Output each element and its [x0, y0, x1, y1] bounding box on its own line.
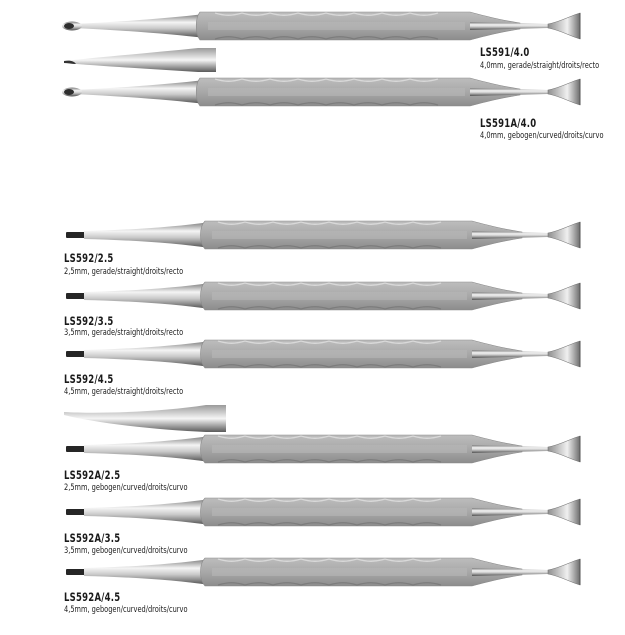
instrument-row: LS592A/4.5 4,5mm, gebogen/curved/droits/…: [0, 546, 625, 615]
product-code: LS591/4.0: [480, 45, 530, 59]
instrument-row: LS591A/4.0 4,0mm, gebogen/curved/droits/…: [0, 66, 625, 141]
instrument-row: LS591/4.0 4,0mm, gerade/straight/droits/…: [0, 0, 625, 71]
product-code: LS592/3.5: [64, 314, 114, 328]
product-code: LS591A/4.0: [480, 116, 537, 130]
instrument-row: LS592A/3.5 3,5mm, gebogen/curved/droits/…: [0, 486, 625, 556]
curved-tip-side-view: [64, 405, 226, 432]
instrument-row: LS592/4.5 4,5mm, gerade/straight/droits/…: [0, 328, 625, 397]
product-description: 2,5mm, gebogen/curved/droits/curvo: [64, 483, 188, 493]
product-description: 3,5mm, gerade/straight/droits/recto: [64, 328, 184, 338]
product-code: LS592A/2.5: [64, 468, 121, 482]
product-description: 2,5mm, gerade/straight/droits/recto: [64, 267, 184, 277]
product-code: LS592A/3.5: [64, 531, 121, 545]
product-description: 4,0mm, gerade/straight/droits/recto: [480, 61, 600, 71]
product-description: 4,5mm, gerade/straight/droits/recto: [64, 387, 184, 397]
product-code: LS592A/4.5: [64, 590, 121, 604]
instrument-row: LS592/2.5 2,5mm, gerade/straight/droits/…: [0, 209, 625, 277]
instrument-row: LS592/3.5 3,5mm, gerade/straight/droits/…: [0, 270, 625, 338]
product-description: 3,5mm, gebogen/curved/droits/curvo: [64, 546, 188, 556]
curved-tip-side-view: [64, 48, 216, 72]
product-description: 4,0mm, gebogen/curved/droits/curvo: [480, 131, 604, 141]
product-code: LS592/4.5: [64, 372, 114, 386]
product-code: LS592/2.5: [64, 251, 114, 265]
product-description: 4,5mm, gebogen/curved/droits/curvo: [64, 605, 188, 615]
instrument-row: LS592A/2.5 2,5mm, gebogen/curved/droits/…: [0, 423, 625, 493]
